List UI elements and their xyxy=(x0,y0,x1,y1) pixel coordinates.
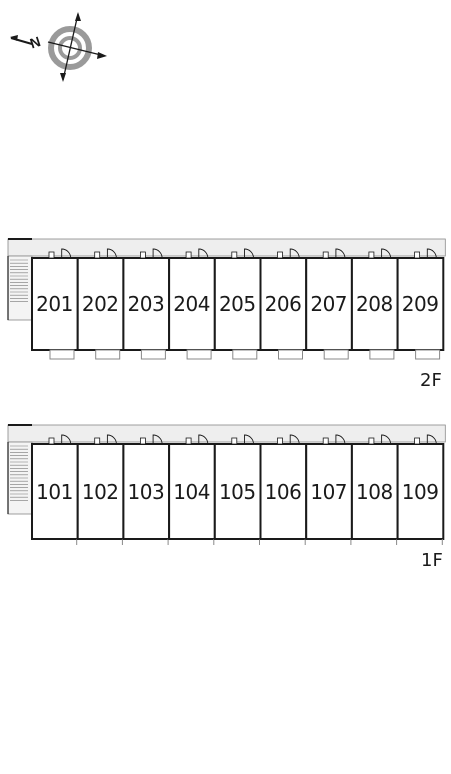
meter-box xyxy=(231,437,238,445)
room-number-101: 101 xyxy=(36,480,73,504)
meter-box xyxy=(94,437,101,445)
room-number-206: 206 xyxy=(264,292,302,316)
room-number-104: 104 xyxy=(173,480,210,504)
room-number-102: 102 xyxy=(81,480,119,504)
room-number-106: 106 xyxy=(264,480,302,504)
balcony xyxy=(415,349,441,360)
door-swing xyxy=(61,434,72,445)
compass-icon: N xyxy=(10,12,107,82)
corridor xyxy=(7,238,446,257)
door-swing xyxy=(61,248,72,259)
room-number-103: 103 xyxy=(127,480,165,504)
balcony xyxy=(49,349,75,360)
balcony xyxy=(95,349,121,360)
meter-box xyxy=(414,251,421,259)
balcony xyxy=(323,349,349,360)
meter-box xyxy=(277,437,283,445)
compass-north-letter: N xyxy=(28,33,43,51)
meter-box xyxy=(322,251,329,259)
door-swing xyxy=(289,248,300,259)
meter-box xyxy=(368,437,375,445)
room-number-207: 207 xyxy=(310,292,348,316)
balcony xyxy=(140,349,166,360)
room-number-201: 201 xyxy=(36,292,73,316)
door-swing xyxy=(289,434,300,445)
door-swing xyxy=(381,248,392,259)
meter-box xyxy=(277,251,283,259)
room-outline xyxy=(259,443,308,540)
room-number-209: 209 xyxy=(401,292,439,316)
door-swing xyxy=(335,434,346,445)
room-number-203: 203 xyxy=(127,292,165,316)
meter-box xyxy=(322,437,329,445)
room-outline xyxy=(168,443,216,540)
floor-1-plan: 101 102 103 104 105 106 107 108 109 1F xyxy=(0,422,451,574)
room-number-202: 202 xyxy=(81,292,119,316)
door-swing xyxy=(198,434,209,445)
meter-box xyxy=(185,437,192,445)
door-swing xyxy=(106,434,117,445)
balcony xyxy=(232,349,258,360)
room-outline xyxy=(76,257,125,351)
door-swing xyxy=(198,248,209,259)
room-outline xyxy=(31,443,79,540)
door-swing xyxy=(152,248,163,259)
door-swing xyxy=(106,248,117,259)
floor-label-2f: 2F xyxy=(420,370,442,391)
door-swing xyxy=(335,248,346,259)
floor-2-plan: 201 202 203 204 205 206 207 208 209 2F xyxy=(0,236,451,396)
floor-2-drawing xyxy=(7,238,446,360)
meter-box xyxy=(139,251,146,259)
door-swing xyxy=(426,248,437,259)
stair-block xyxy=(7,255,33,321)
meter-box xyxy=(231,251,238,259)
corridor xyxy=(7,424,446,443)
room-number-105: 105 xyxy=(218,480,256,504)
room-number-107: 107 xyxy=(310,480,348,504)
room-number-108: 108 xyxy=(356,480,393,504)
meter-box xyxy=(48,251,55,259)
room-number-208: 208 xyxy=(356,292,393,316)
room-outline xyxy=(305,257,353,351)
room-number-205: 205 xyxy=(218,292,256,316)
meter-box xyxy=(94,251,101,259)
meter-box xyxy=(139,437,146,445)
room-outline xyxy=(396,443,445,540)
room-outline xyxy=(350,443,399,540)
balcony xyxy=(186,349,212,360)
door-swing xyxy=(244,248,254,259)
meter-box xyxy=(414,437,421,445)
room-outline xyxy=(122,257,171,351)
meter-box xyxy=(48,437,55,445)
door-swing xyxy=(426,434,437,445)
meter-box xyxy=(368,251,375,259)
door-swing xyxy=(152,434,163,445)
meter-box xyxy=(185,251,192,259)
balcony xyxy=(278,349,303,360)
door-swing xyxy=(244,434,254,445)
room-outline xyxy=(213,443,262,540)
floor-label-1f: 1F xyxy=(421,550,443,571)
floor-1-drawing xyxy=(7,424,446,545)
room-number-204: 204 xyxy=(173,292,210,316)
balcony xyxy=(369,349,395,360)
room-number-109: 109 xyxy=(401,480,439,504)
room-outline xyxy=(122,443,171,540)
room-outline xyxy=(305,443,353,540)
door-swing xyxy=(381,434,392,445)
